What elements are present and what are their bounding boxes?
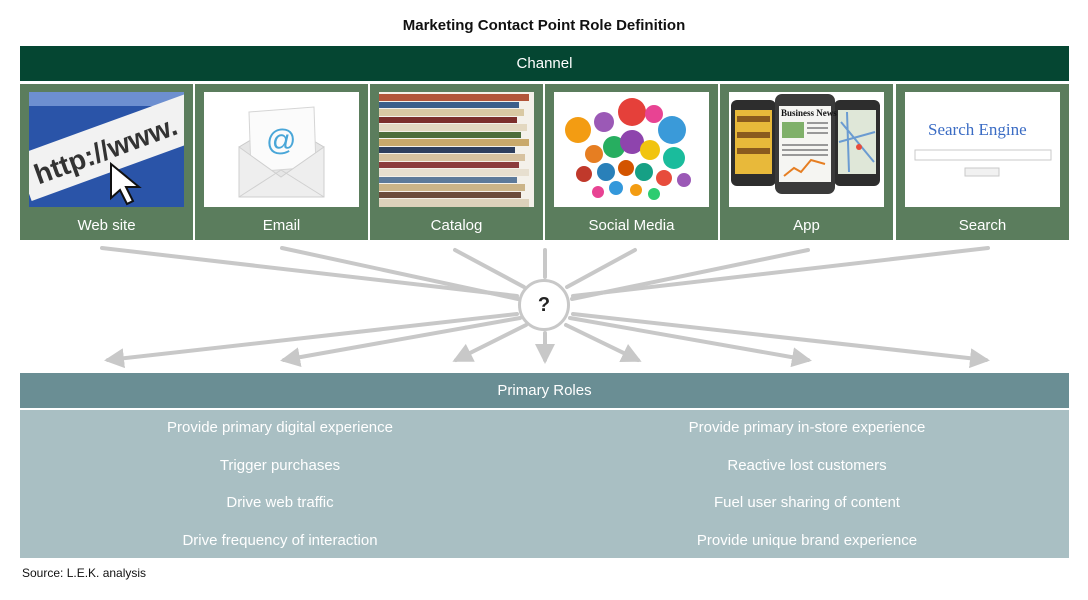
channel-label: Catalog [430, 217, 483, 234]
question-hub: ? [518, 279, 570, 331]
outgoing-arrow-3 [452, 323, 528, 362]
question-mark: ? [537, 293, 551, 316]
catalog-stack-icon [379, 92, 534, 207]
email-at-text: @ [266, 124, 296, 157]
email-envelope-icon: @ [204, 92, 359, 207]
search-engine-text: Search Engine [928, 120, 1027, 139]
incoming-line-catalog [453, 248, 526, 289]
outgoing-arrow-2 [280, 316, 522, 368]
roles-header-label: Primary Roles [497, 382, 592, 399]
search-engine-icon: Search Engine [905, 92, 1060, 207]
role-item: Drive frequency of interaction [182, 532, 378, 549]
channel-card-catalog: Catalog [370, 84, 543, 240]
incoming-line-search [571, 246, 990, 298]
outgoing-arrow-1 [104, 312, 519, 369]
outgoing-arrow-5 [564, 323, 642, 362]
social-media-bubbles-icon [554, 92, 709, 207]
role-item: Provide primary in-store experience [688, 419, 926, 436]
web-url-cursor-icon: http://www. [29, 92, 184, 207]
channel-label: Web site [77, 217, 136, 234]
connector-arrows [100, 246, 990, 369]
incoming-line-social-right [565, 248, 637, 289]
channel-label: Social Media [588, 217, 675, 234]
outgoing-arrow-7 [571, 312, 990, 369]
channel-card-social-media: Social Media [545, 84, 718, 240]
channel-card-search: Search Engine Search [896, 84, 1069, 240]
diagram-title: Marketing Contact Point Role Definition [402, 17, 686, 34]
outgoing-arrow-6 [568, 316, 812, 368]
incoming-line-website [100, 246, 519, 298]
role-item: Provide unique brand experience [696, 532, 918, 549]
channel-label: Search [958, 217, 1007, 234]
channel-card-email: @ Email [195, 84, 368, 240]
roles-body: Provide primary digital experience Trigg… [20, 410, 1069, 558]
channel-header-label: Channel [516, 55, 573, 72]
channel-label: App [793, 217, 820, 234]
channel-cards: http://www. Web site @ Email [20, 84, 1069, 240]
app-news-text: Business News [781, 108, 837, 118]
roles-header: Primary Roles [20, 373, 1069, 408]
mobile-app-phones-icon: Business News [729, 92, 884, 207]
role-item: Reactive lost customers [727, 457, 887, 474]
channel-card-app: Business News App [720, 84, 893, 240]
channel-label: Email [262, 217, 301, 234]
channel-card-website: http://www. Web site [20, 84, 193, 240]
role-item: Trigger purchases [219, 457, 341, 474]
incoming-line-email [280, 246, 520, 301]
source-note: Source: L.E.K. analysis [22, 566, 147, 580]
role-item: Fuel user sharing of content [714, 494, 900, 511]
role-item: Drive web traffic [226, 494, 334, 511]
channel-header: Channel [20, 46, 1069, 81]
role-item: Provide primary digital experience [167, 419, 393, 436]
